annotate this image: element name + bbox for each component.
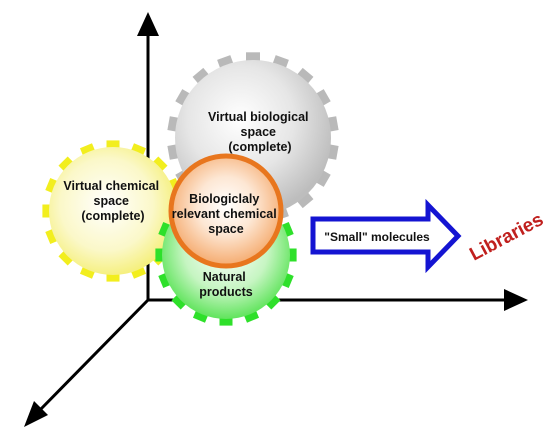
- virtual-biological-space-label: Virtual biological space (complete): [208, 110, 312, 154]
- natural-products-label: Natural products: [199, 270, 253, 299]
- virtual-chemical-space-tooth: [149, 156, 168, 175]
- small-molecules-arrow: [310, 198, 462, 274]
- biologically-relevant-space-label: Biologiclaly relevant chemical space: [172, 192, 280, 236]
- natural-products-tooth: [171, 291, 190, 310]
- virtual-chemical-space-disc: [49, 147, 177, 275]
- libraries-label: Libraries: [466, 209, 547, 265]
- natural-products-tooth: [262, 291, 281, 310]
- small-molecules-label: "Small" molecules: [324, 230, 430, 244]
- z-axis-arrowhead: [24, 401, 48, 427]
- y-axis-arrowhead: [137, 12, 159, 36]
- virtual-chemical-space-tooth: [58, 156, 77, 175]
- virtual-chemical-space-label: Virtual chemical space (complete): [63, 179, 162, 223]
- virtual-chemical-space-tooth: [58, 247, 77, 266]
- biologically-relevant-space-circle: [168, 153, 284, 269]
- z-axis: [36, 298, 150, 414]
- x-axis-arrowhead: [504, 289, 528, 311]
